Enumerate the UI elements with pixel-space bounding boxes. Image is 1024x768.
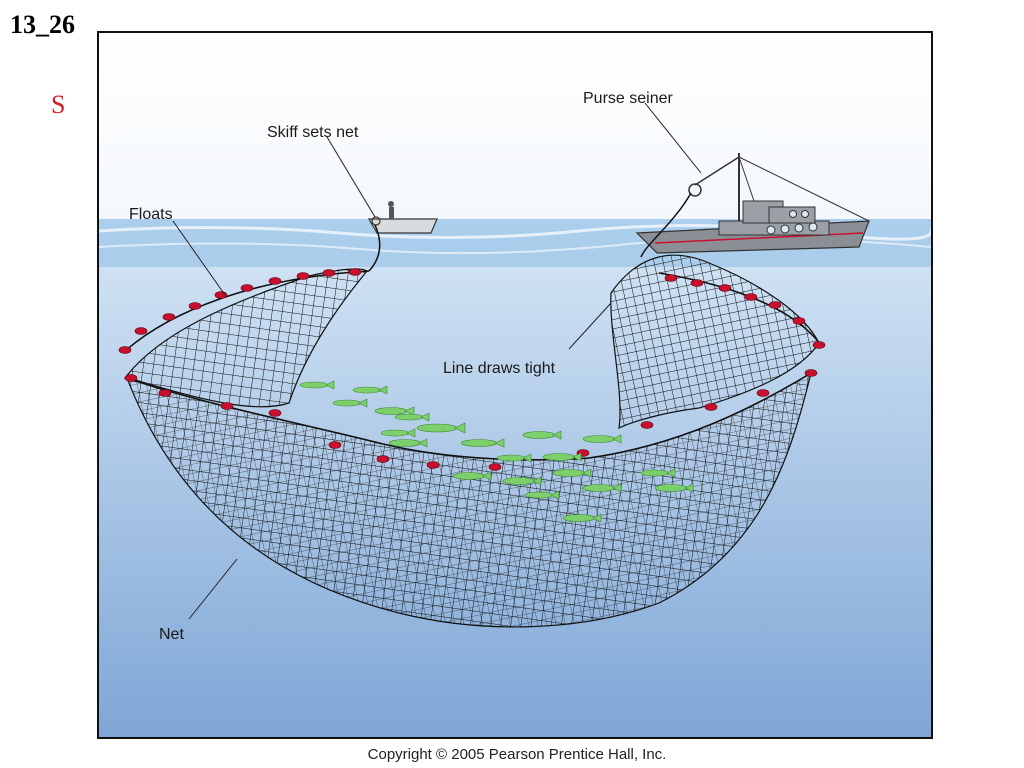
callout-lines	[172, 102, 702, 620]
slide-number: 13_26	[10, 10, 75, 39]
copyright-notice: Copyright © 2005 Pearson Prentice Hall, …	[367, 746, 667, 763]
fish-school	[299, 380, 694, 523]
label-line-draws-tight: Line draws tight	[443, 360, 556, 377]
purse-seiner-boat	[635, 153, 870, 258]
sky	[99, 33, 931, 223]
label-skiff-sets-net: Skiff sets net	[267, 124, 359, 141]
net-left-wall	[123, 268, 368, 408]
illustration-canvas: Purse seiner Skiff sets net Floats Line …	[99, 33, 931, 737]
purse-seine-illustration: Purse seiner Skiff sets net Floats Line …	[97, 31, 933, 739]
label-net: Net	[159, 626, 184, 643]
slide-letter: S	[51, 90, 66, 119]
label-purse-seiner: Purse seiner	[583, 90, 673, 107]
floats	[118, 268, 826, 471]
net-right-wall	[610, 254, 820, 430]
label-floats: Floats	[129, 206, 173, 223]
skiff	[367, 201, 438, 272]
float-line-near	[126, 372, 812, 461]
